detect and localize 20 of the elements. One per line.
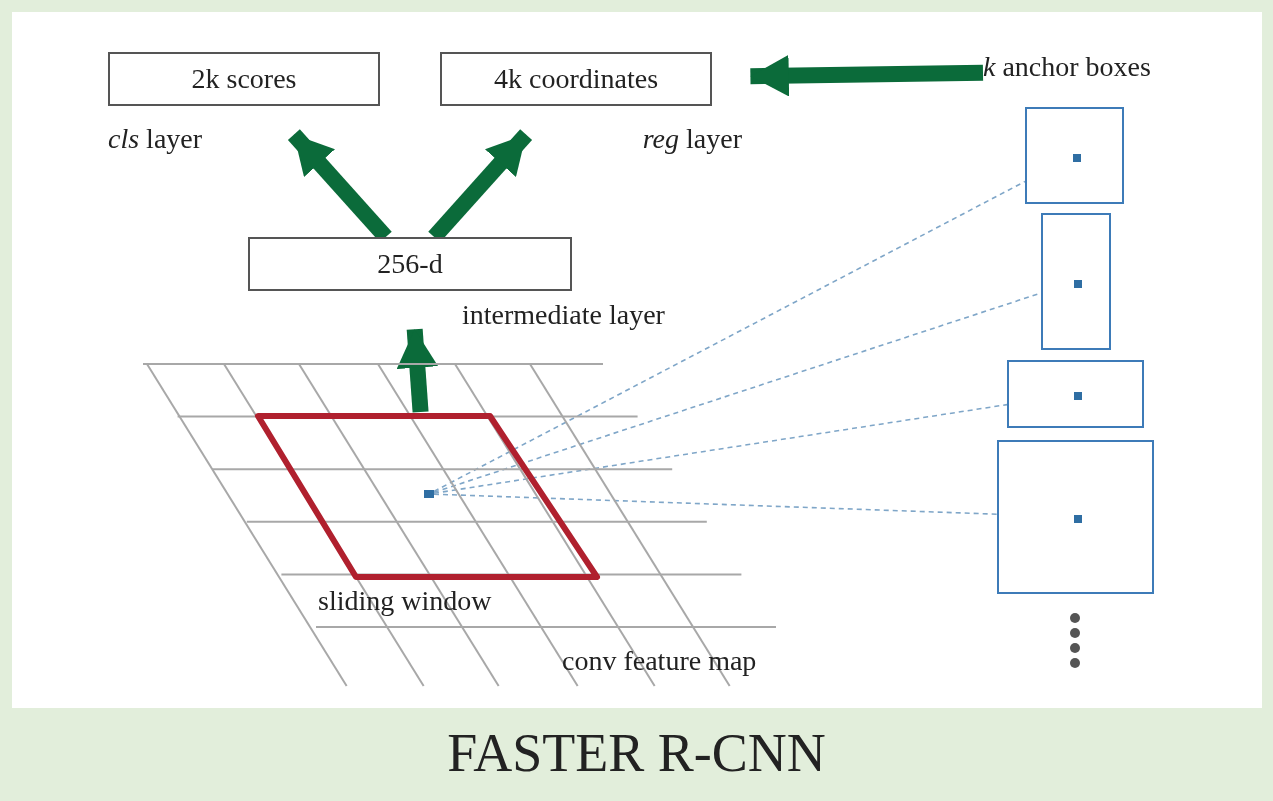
heading-label: k anchor boxes xyxy=(983,52,1197,90)
dashed-line xyxy=(433,403,1008,495)
map-label: conv feature map xyxy=(562,646,757,677)
dashed-line xyxy=(433,493,998,515)
anchor-box xyxy=(1025,107,1124,204)
layer-box: 4k coordinates xyxy=(440,52,712,106)
anchor-box xyxy=(1007,360,1144,428)
caption-text: FASTER R-CNN xyxy=(446,722,827,784)
layer-label: cls layer xyxy=(108,124,203,155)
layer-label: intermediate layer xyxy=(462,300,665,331)
center-point xyxy=(424,490,434,498)
anchor-box xyxy=(1041,213,1111,350)
arrow xyxy=(396,328,439,413)
layer-box: 2k scores xyxy=(108,52,380,106)
anchor-box xyxy=(997,440,1154,594)
layer-box: 256-d xyxy=(248,237,572,291)
dashed-line xyxy=(433,180,1026,493)
arrow xyxy=(750,54,984,97)
window-label: sliding window xyxy=(318,586,492,617)
layer-label: reg layer xyxy=(642,124,742,155)
